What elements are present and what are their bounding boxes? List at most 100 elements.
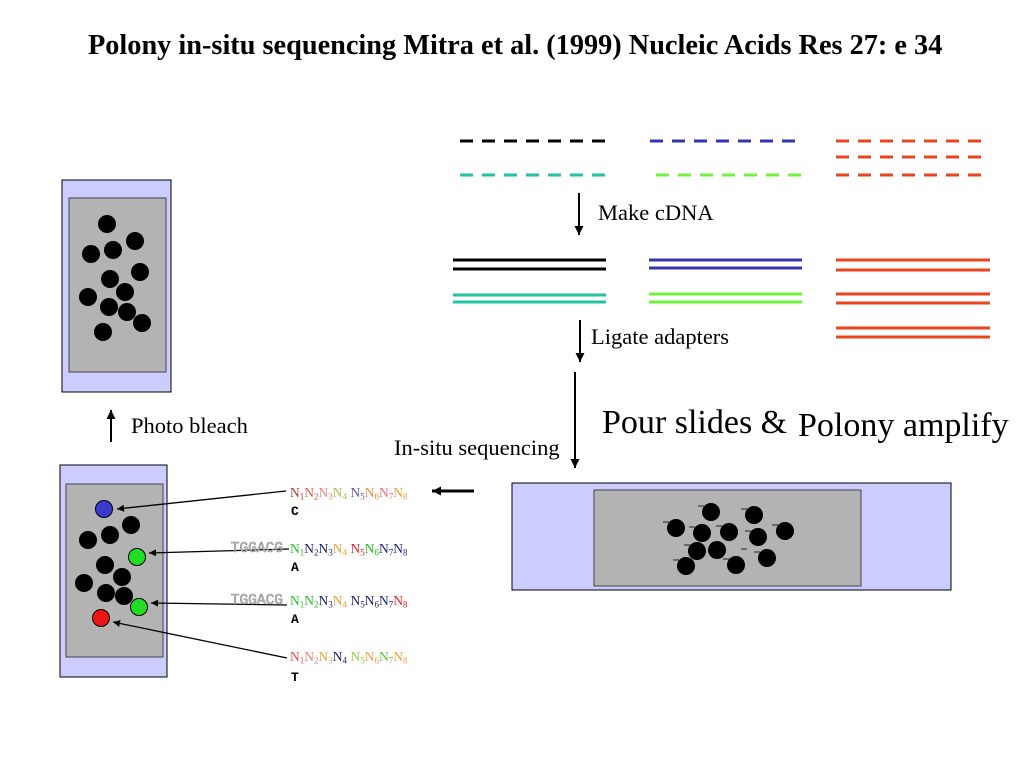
slide-gel	[65, 483, 164, 658]
polony-dot	[749, 528, 767, 546]
polony-dot	[708, 541, 726, 559]
polony-dot	[116, 283, 134, 301]
base-letter: N	[290, 541, 300, 556]
read-pointer-arrow	[150, 599, 288, 607]
polony-dot	[727, 556, 745, 574]
base-position: 7	[388, 491, 394, 502]
polony-dot	[693, 524, 711, 542]
polony-amplify-label: Polony amplify	[798, 407, 1009, 444]
polony-dot	[118, 303, 136, 321]
base-position: 8	[403, 547, 408, 558]
polony-dot	[96, 556, 114, 574]
base-letter: N	[318, 541, 329, 556]
polony-dot	[776, 522, 794, 540]
base-letter: N	[379, 649, 389, 664]
polony-dot	[113, 568, 131, 586]
degenerate-base: N2	[304, 593, 318, 609]
base-letter: N	[364, 593, 375, 608]
base-letter: N	[379, 485, 389, 500]
degenerate-base: N6	[364, 541, 380, 558]
degenerate-base: N2	[304, 541, 318, 557]
cdna-duplex-blue	[649, 258, 802, 270]
probe-dot-red	[92, 609, 110, 627]
polony-dot	[98, 215, 116, 233]
cdna-duplex-black	[453, 258, 606, 271]
degenerate-base: N3	[318, 649, 333, 665]
probe-group: N5N6N7N8	[350, 649, 408, 666]
base-position: 7	[388, 655, 394, 666]
degenerate-base: N4	[332, 485, 347, 501]
polony-dots	[79, 215, 151, 341]
degenerate-base: N7	[379, 593, 393, 609]
degenerate-base: N6	[364, 485, 379, 501]
polony-dot	[79, 288, 97, 306]
base-letter: N	[332, 593, 343, 608]
probe-group: N1N2N3N4	[290, 649, 348, 666]
base-position: 5	[360, 491, 365, 502]
anchor-primer: TGGACG	[230, 593, 283, 610]
polony-dots	[667, 503, 794, 575]
cdna-duplex-green	[649, 292, 802, 304]
base-letter: N	[364, 649, 375, 664]
degenerate-base: N3	[318, 485, 333, 502]
polony-dot	[688, 542, 706, 560]
degenerate-base: N5	[351, 593, 365, 610]
base-letter: N	[304, 649, 314, 664]
photo-bleach-label: Photo bleach	[131, 413, 248, 438]
polony-dot	[758, 549, 776, 567]
base-letter: N	[393, 593, 403, 608]
page-title: Polony in-situ sequencing Mitra et al. (…	[88, 30, 943, 61]
probe-group: N5N6N7N8	[351, 593, 408, 610]
base-position: 1	[299, 599, 305, 610]
read-pointer-arrow	[112, 619, 288, 659]
degenerate-base: N1	[290, 485, 304, 501]
base-position: 3	[328, 547, 333, 558]
cdna-duplex-red	[836, 258, 990, 272]
polony-dot	[115, 587, 133, 605]
polony-dot	[667, 519, 685, 537]
base-position: 5	[360, 599, 365, 610]
base-call: C	[291, 504, 299, 519]
probe-dot-green	[128, 548, 146, 566]
base-letter: N	[364, 541, 375, 556]
base-position: 3	[328, 491, 333, 502]
base-letter: N	[364, 485, 375, 500]
ligate-adapters-label: Ligate adapters	[591, 324, 730, 349]
make-cdna-label: Make cDNA	[598, 200, 714, 225]
degenerate-base: N5	[350, 649, 365, 666]
polony-dot	[101, 270, 119, 288]
base-position: 6	[374, 547, 380, 558]
base-letter: N	[290, 593, 300, 608]
base-letter: N	[350, 541, 361, 556]
base-position: 8	[403, 655, 408, 666]
degenerate-base: N1	[290, 649, 304, 665]
probe-dot-green	[130, 598, 148, 616]
sequencing-slide	[59, 464, 168, 678]
base-letter: N	[350, 649, 361, 664]
polony-dot	[97, 584, 115, 602]
base-letter: N	[332, 485, 343, 500]
polony-dot	[126, 232, 144, 250]
base-position: 5	[360, 547, 365, 558]
read-pointer-arrow	[116, 490, 287, 512]
base-position: 4	[342, 547, 348, 558]
polony-dot	[131, 263, 149, 281]
base-letter: N	[318, 485, 329, 500]
base-letter: N	[393, 485, 403, 500]
base-position: 5	[360, 655, 365, 666]
base-position: 4	[342, 655, 348, 666]
base-call: T	[291, 670, 299, 685]
degenerate-base: N5	[351, 485, 365, 502]
base-call: A	[291, 560, 299, 575]
polony-dot	[745, 506, 763, 524]
degenerate-base: N8	[393, 541, 408, 558]
base-letter: N	[318, 649, 329, 664]
polony-dot	[100, 298, 118, 316]
